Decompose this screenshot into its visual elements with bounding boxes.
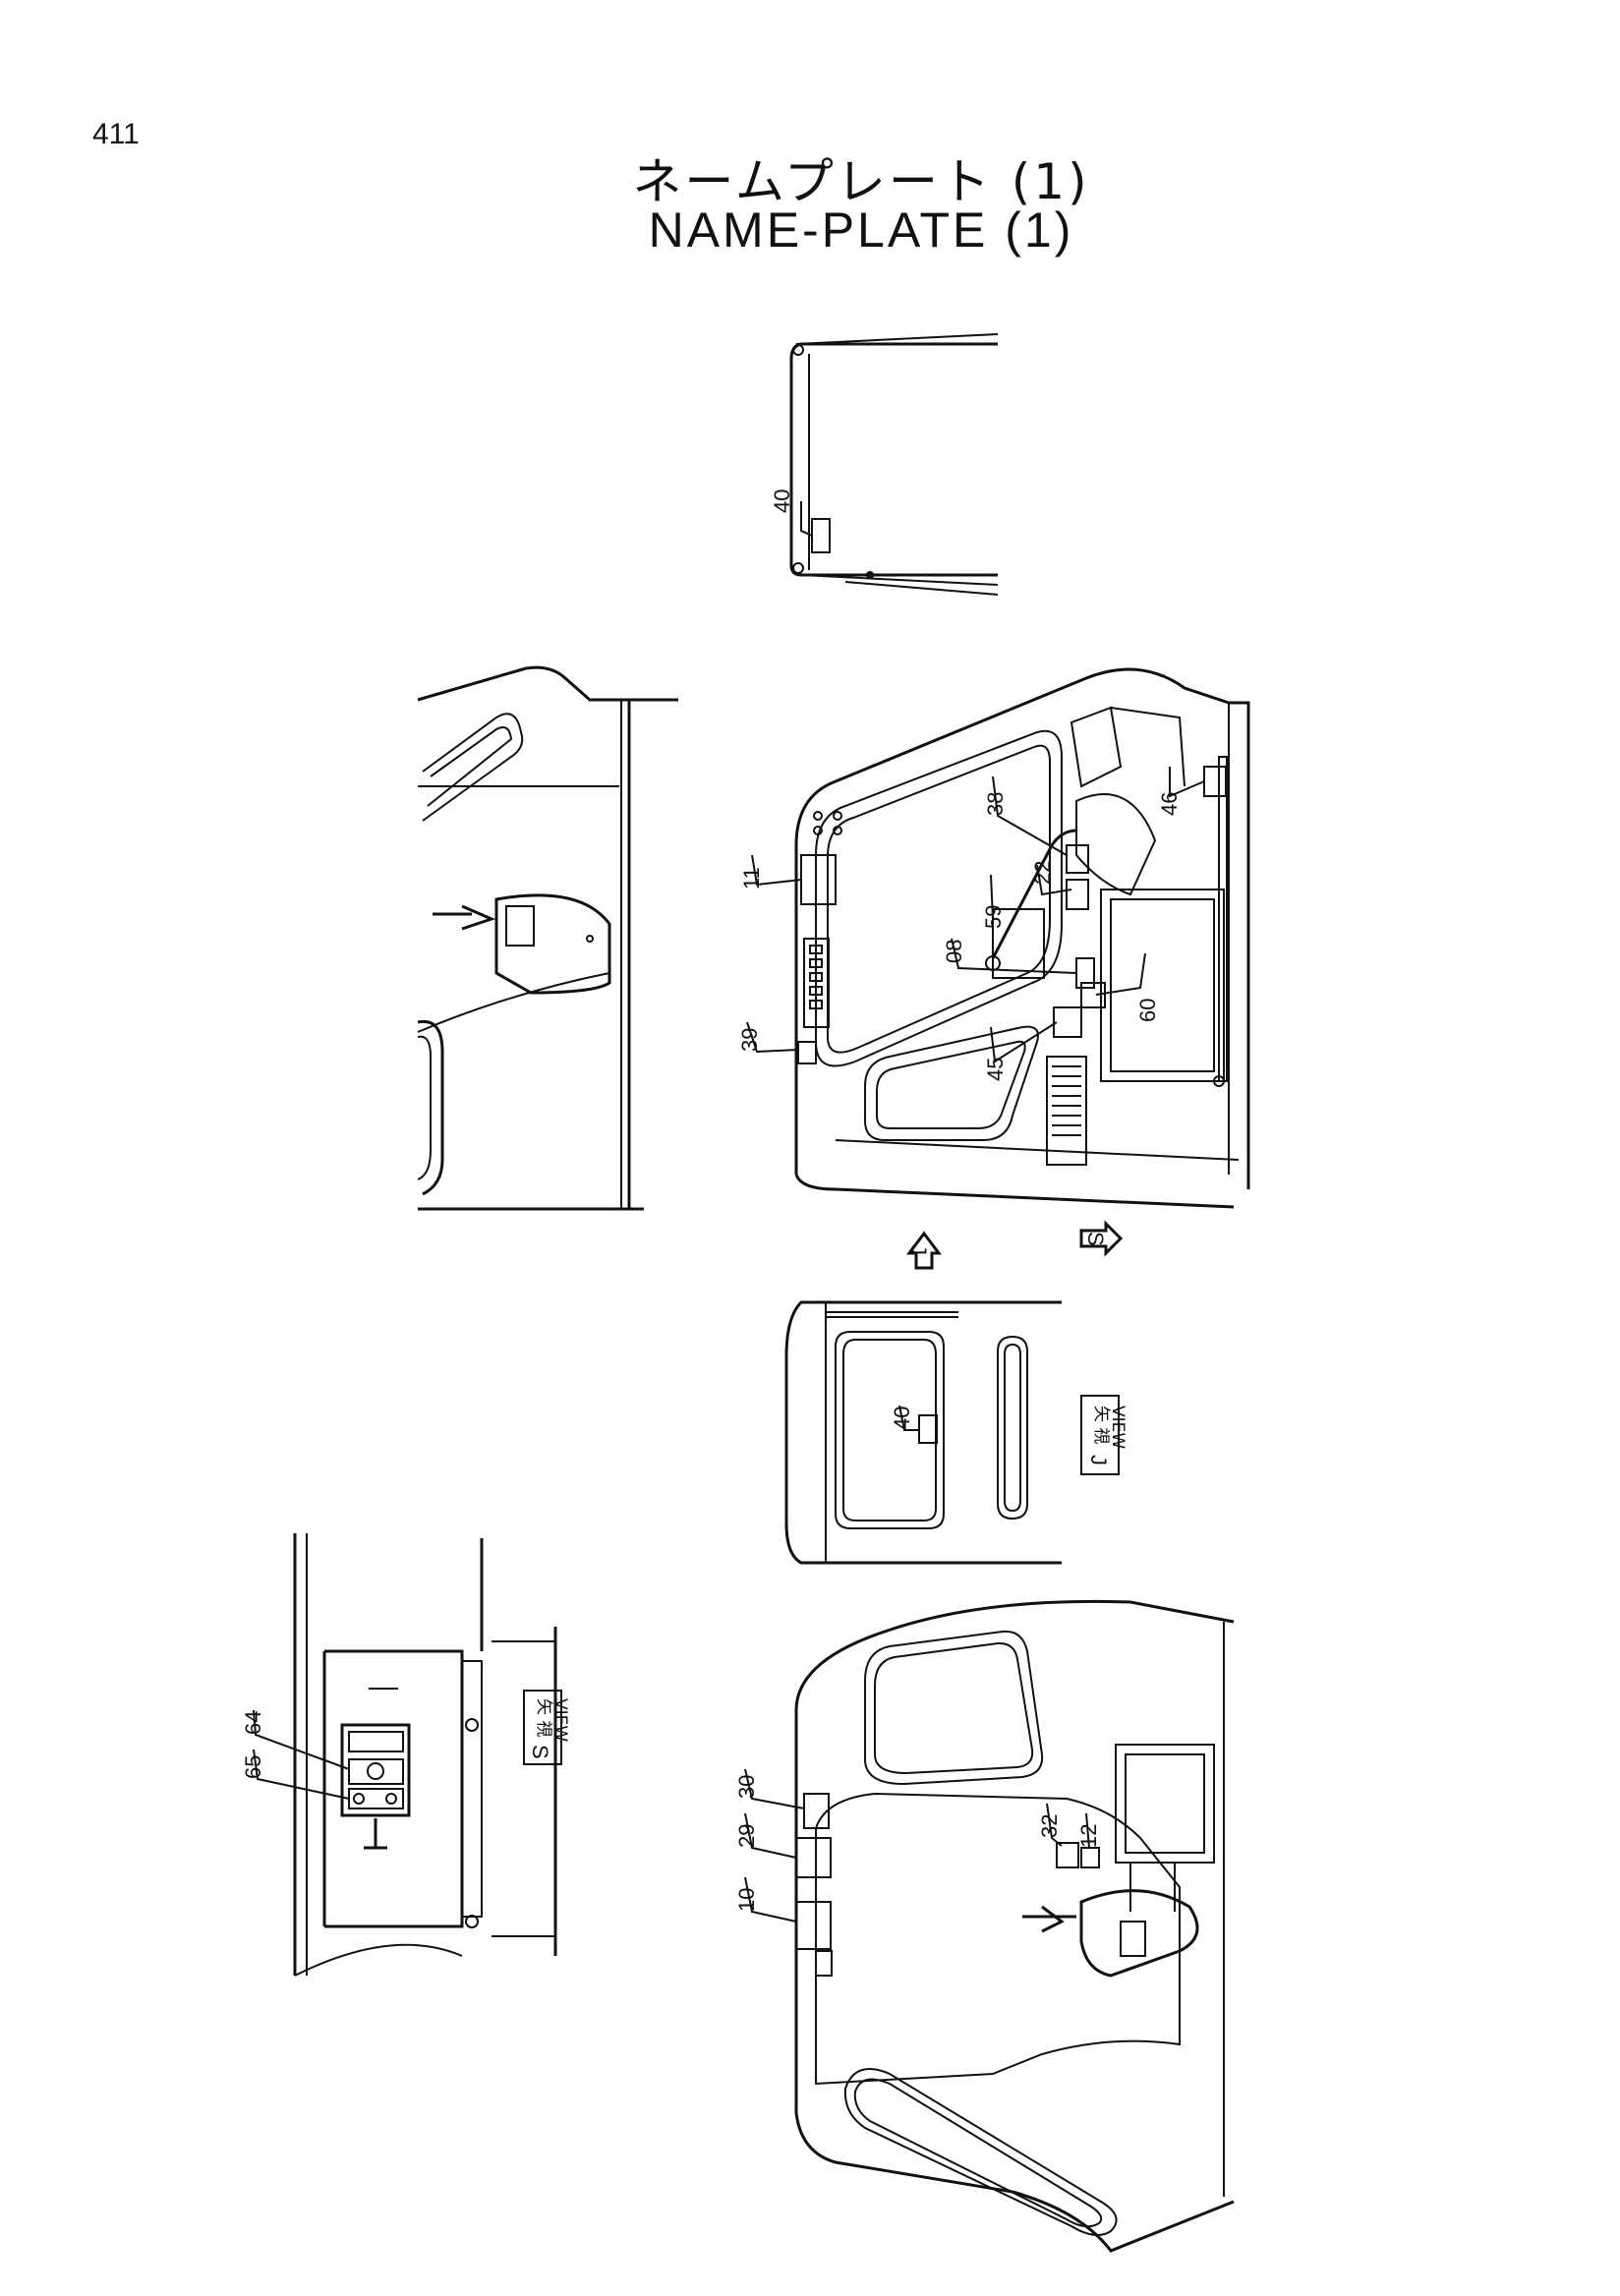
cab-right-side-view — [794, 667, 1250, 1209]
plate-38 — [1066, 844, 1089, 874]
page-title-japanese: ネームプレート (1) — [632, 153, 1090, 210]
plate-22 — [1066, 879, 1089, 910]
cab-roof-view — [789, 333, 999, 596]
callout-08: 08 — [942, 940, 966, 963]
view-j-label-kanji: 矢 視 — [1091, 1406, 1111, 1444]
view-j-label-letter: J — [1086, 1455, 1111, 1465]
callout-30: 30 — [734, 1775, 759, 1799]
callout-11: 11 — [739, 867, 764, 890]
cab-left-side-view — [417, 665, 678, 1211]
view-s-console-detail — [293, 1533, 557, 1977]
callout-59: 59 — [981, 905, 1006, 929]
plate-30 — [803, 1793, 830, 1829]
plate-64 — [348, 1758, 404, 1785]
plate-40-roof — [811, 518, 831, 553]
page-number: 411 — [92, 118, 140, 150]
plate-45 — [1053, 1006, 1082, 1038]
view-j-label-word: VIEW — [1108, 1406, 1128, 1449]
callout-64: 64 — [241, 1711, 265, 1735]
plate-40-rear — [918, 1414, 938, 1444]
view-arrow-j: J — [906, 1231, 942, 1270]
page-title: NAME-PLATE (1) — [648, 202, 1074, 258]
plate-12 — [1080, 1847, 1100, 1868]
callout-46: 46 — [1157, 792, 1182, 816]
callout-45: 45 — [983, 1058, 1008, 1081]
callout-60: 60 — [1135, 999, 1160, 1022]
callout-labels: 40 11 38 46 22 59 08 60 39 45 40 30 29 1… — [241, 489, 1182, 1912]
view-s-label: 矢 視 VIEW S — [523, 1690, 570, 1765]
plate-10 — [795, 1901, 832, 1950]
view-j-label: 矢 視 VIEW J — [1080, 1395, 1128, 1475]
plate-59 — [992, 908, 1045, 979]
callout-29: 29 — [734, 1824, 759, 1848]
callout-leaders — [253, 501, 1205, 1923]
callout-22: 22 — [1030, 861, 1055, 885]
plate-29 — [795, 1837, 832, 1878]
view-s-label-letter: S — [528, 1745, 552, 1759]
plate-39 — [797, 1041, 817, 1064]
callout-12: 12 — [1076, 1824, 1101, 1848]
view-s-label-word: VIEW — [550, 1698, 570, 1742]
plate-60 — [1080, 982, 1106, 1008]
plate-46 — [1203, 766, 1227, 797]
plate-32 — [1056, 1842, 1079, 1868]
callout-32: 32 — [1037, 1814, 1062, 1838]
callout-10: 10 — [734, 1888, 759, 1912]
view-j-rear-window — [784, 1300, 1062, 1565]
callout-38: 38 — [983, 792, 1008, 816]
plate-65 — [348, 1788, 404, 1809]
callout-39: 39 — [737, 1028, 762, 1052]
view-arrow-s: S — [1079, 1220, 1124, 1257]
plate-11 — [800, 854, 837, 905]
view-s-label-kanji: 矢 視 — [534, 1698, 553, 1737]
cab-side-view-bottom — [794, 1599, 1235, 2253]
view-arrow-j-letter: J — [906, 1244, 931, 1255]
callout-65: 65 — [241, 1755, 265, 1779]
callout-40-rear: 40 — [890, 1406, 914, 1430]
callout-40-roof: 40 — [770, 489, 794, 513]
view-arrow-s-letter: S — [1083, 1232, 1108, 1246]
